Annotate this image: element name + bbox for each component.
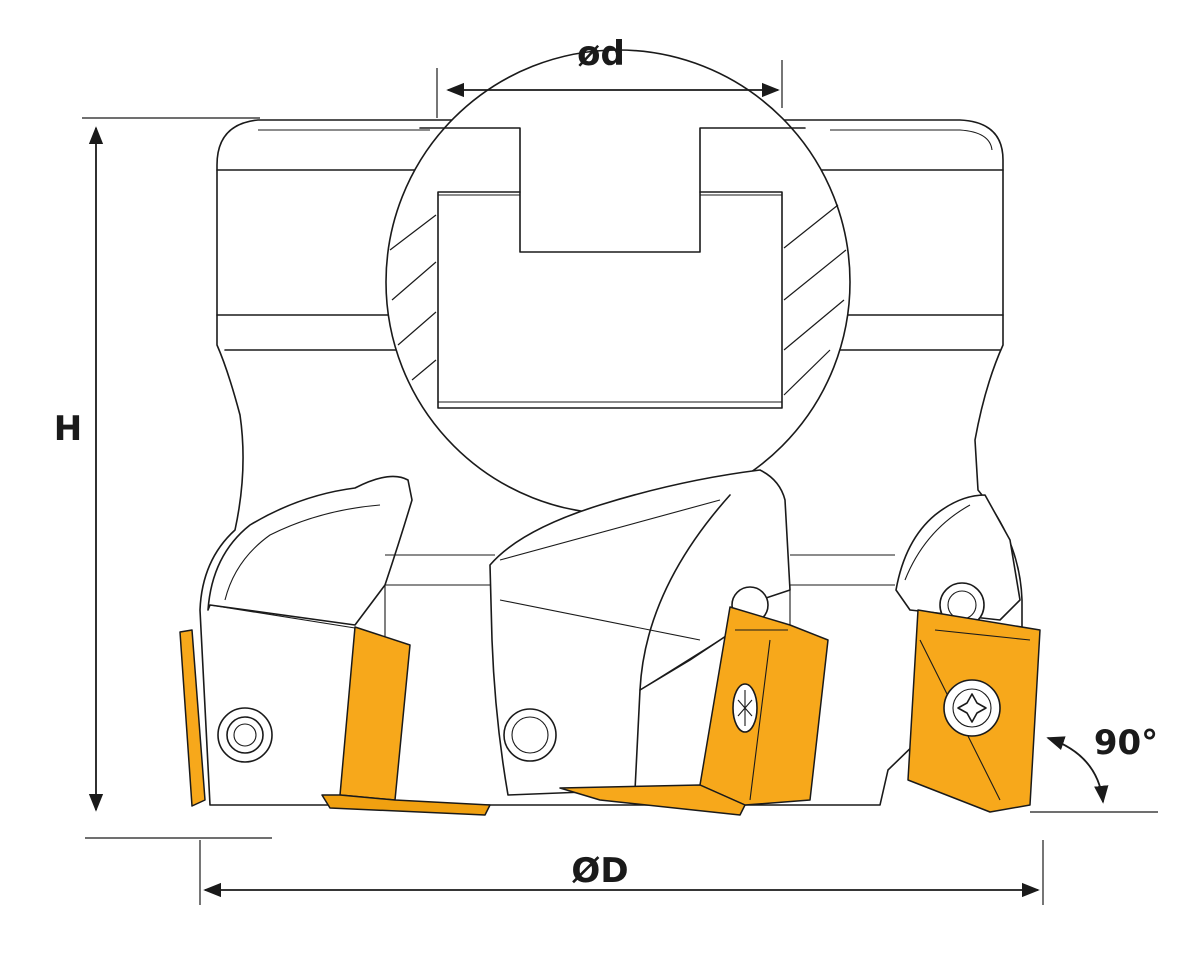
screw-left	[217, 707, 273, 763]
tooth-right	[895, 494, 1021, 621]
angle-label: 90°	[1094, 723, 1158, 763]
bore-section	[385, 49, 851, 515]
dimension-diameter: ØD	[199, 840, 1044, 905]
insert-right	[907, 609, 1041, 813]
bore-diameter-label: ød	[577, 34, 625, 74]
dimension-bore: ød	[436, 34, 783, 118]
tooth-left	[207, 475, 413, 629]
height-label: H	[54, 409, 82, 449]
dimension-angle: 90°	[1030, 723, 1158, 813]
dimension-height: H	[54, 117, 272, 839]
insert-center	[559, 606, 829, 816]
tooth-center	[489, 469, 791, 796]
outer-diameter-label: ØD	[571, 851, 628, 891]
insert-left	[321, 626, 491, 816]
insert-left-edge	[179, 629, 206, 807]
screw-center	[503, 708, 557, 762]
